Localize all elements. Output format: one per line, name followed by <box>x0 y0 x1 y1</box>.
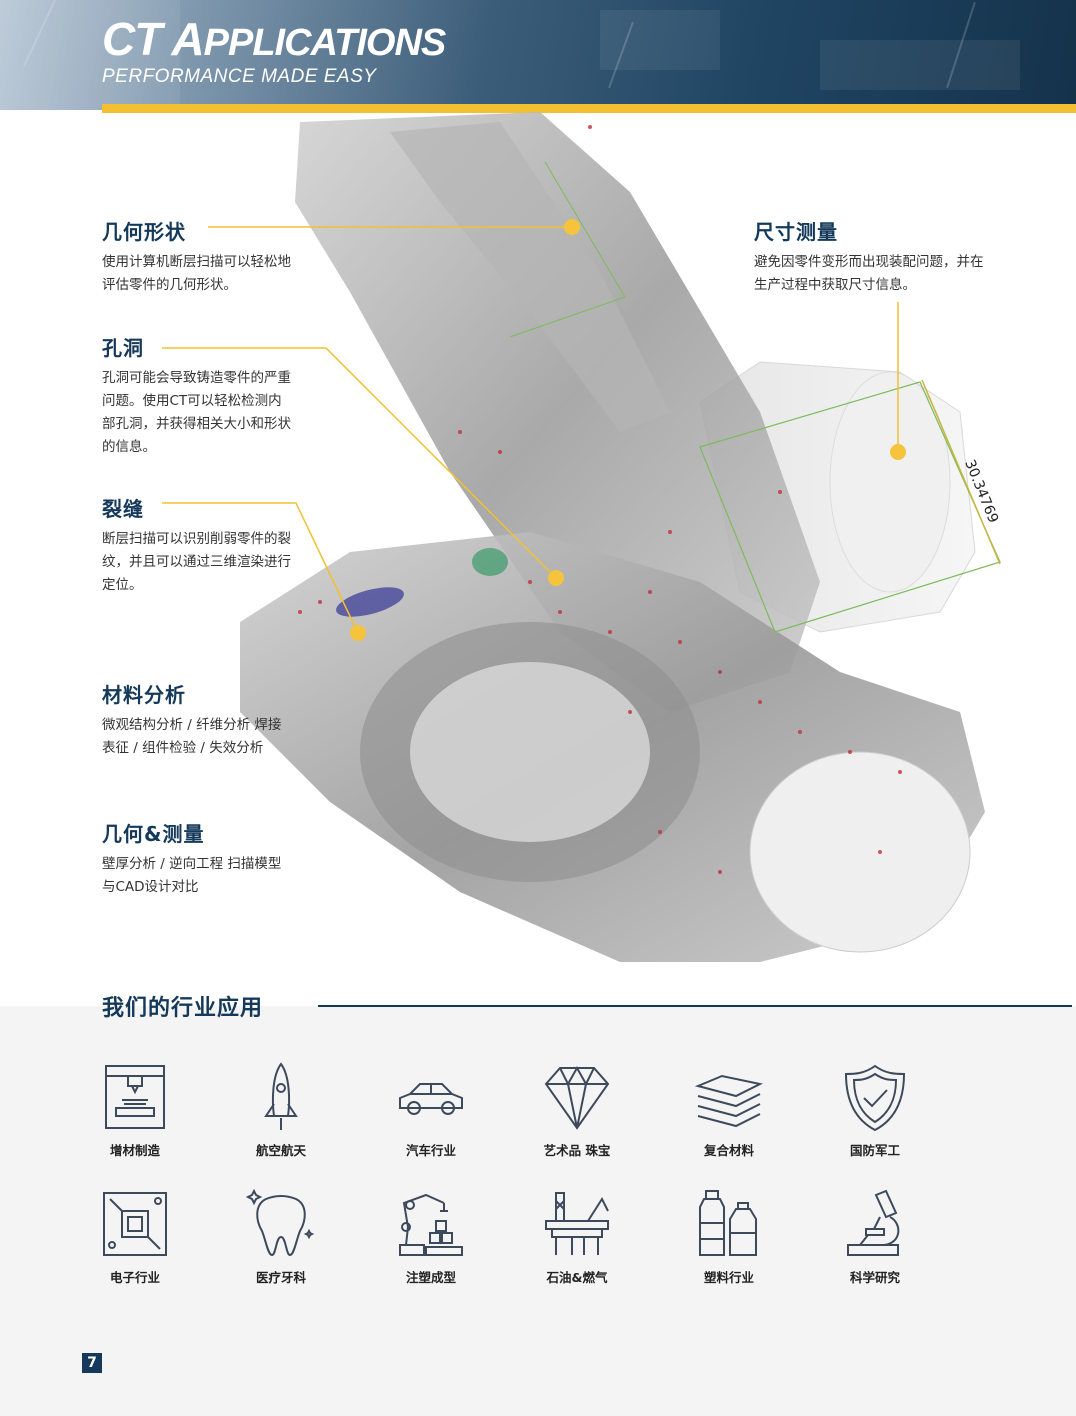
industry-label: 艺术品 珠宝 <box>543 1143 611 1158</box>
industry-item-additive: 增材制造 <box>80 1062 190 1159</box>
industry-label: 科学研究 <box>849 1270 900 1285</box>
feature-geometry: 几何形状 使用计算机断层扫描可以轻松地评估零件的几何形状。 <box>102 216 292 297</box>
feature-material-text: 微观结构分析 / 纤维分析 焊接表征 / 组件检验 / 失效分析 <box>102 717 282 756</box>
feature-dimension-text: 避免因零件变形而出现装配问题，并在生产过程中获取尺寸信息。 <box>754 254 984 293</box>
feature-geo-measure-text: 壁厚分析 / 逆向工程 扫描模型与CAD设计对比 <box>102 856 282 895</box>
feature-cracks-title: 裂缝 <box>102 497 144 521</box>
ct-part-render: 30.34769 <box>240 112 1001 962</box>
feature-cracks: 裂缝 断层扫描可以识别削弱零件的裂纹，并且可以通过三维渲染进行定位。 <box>102 493 292 597</box>
header-accent-bar <box>102 104 1076 113</box>
header-banner: CT APPLICATIONS PERFORMANCE MADE EASY <box>0 0 1076 110</box>
page-subtitle: PERFORMANCE MADE EASY <box>102 66 377 87</box>
feature-dimension: 尺寸测量 避免因零件变形而出现装配问题，并在生产过程中获取尺寸信息。 <box>754 216 990 297</box>
industry-item-molding: 注塑成型 <box>376 1189 486 1286</box>
industry-item-automotive: 汽车行业 <box>376 1062 486 1159</box>
feature-material-title: 材料分析 <box>102 683 186 707</box>
industry-label: 塑料行业 <box>703 1270 754 1285</box>
industry-label: 汽车行业 <box>405 1143 456 1158</box>
callout-lines <box>162 219 906 641</box>
industry-label: 航空航天 <box>255 1143 306 1158</box>
page-title: CT APPLICATIONS <box>102 13 446 65</box>
diamond-icon <box>544 1065 610 1130</box>
industry-item-oil-gas: 石油&燃气 <box>522 1189 632 1286</box>
3d-printer-icon <box>105 1065 165 1129</box>
industry-title: 我们的行业应用 <box>102 996 264 1021</box>
industry-item-composite: 复合材料 <box>674 1062 784 1159</box>
car-icon <box>399 1083 463 1115</box>
industry-label: 电子行业 <box>109 1270 160 1285</box>
feature-dimension-title: 尺寸测量 <box>754 220 838 244</box>
page-number: 7 <box>82 1353 102 1373</box>
feature-cracks-text: 断层扫描可以识别削弱零件的裂纹，并且可以通过三维渲染进行定位。 <box>102 531 291 593</box>
robot-arm-icon <box>399 1193 463 1256</box>
microscope-icon <box>847 1189 900 1256</box>
tooth-icon <box>246 1189 315 1257</box>
feature-pores-text: 孔洞可能会导致铸造零件的严重问题。使用CT可以轻松检测内部孔洞，并获得相关大小和… <box>102 370 291 455</box>
industry-item-defense: 国防军工 <box>820 1062 930 1159</box>
industry-label: 医疗牙科 <box>255 1270 306 1285</box>
industry-item-research: 科学研究 <box>820 1189 930 1286</box>
rocket-icon <box>264 1062 298 1130</box>
industry-title-rule <box>318 1005 1072 1007</box>
industry-label: 注塑成型 <box>405 1270 456 1285</box>
feature-pores: 孔洞 孔洞可能会导致铸造零件的严重问题。使用CT可以轻松检测内部孔洞，并获得相关… <box>102 332 292 459</box>
industry-item-jewelry: 艺术品 珠宝 <box>522 1062 632 1159</box>
feature-geo-measure: 几何&测量 壁厚分析 / 逆向工程 扫描模型与CAD设计对比 <box>102 818 292 899</box>
plastic-bottles-icon <box>699 1190 757 1256</box>
feature-geometry-title: 几何形状 <box>102 220 186 244</box>
shield-icon <box>844 1064 906 1132</box>
industry-label: 增材制造 <box>109 1143 160 1158</box>
industry-item-aerospace: 航空航天 <box>226 1062 336 1159</box>
industry-item-plastics: 塑料行业 <box>674 1189 784 1286</box>
composite-layers-icon <box>694 1074 764 1128</box>
feature-pores-title: 孔洞 <box>102 336 144 360</box>
industry-item-dental: 医疗牙科 <box>226 1189 336 1286</box>
industry-item-electronics: 电子行业 <box>80 1189 190 1286</box>
circuit-board-icon <box>103 1192 167 1256</box>
industry-label: 国防军工 <box>849 1143 900 1158</box>
feature-geometry-text: 使用计算机断层扫描可以轻松地评估零件的几何形状。 <box>102 254 291 293</box>
feature-material: 材料分析 微观结构分析 / 纤维分析 焊接表征 / 组件检验 / 失效分析 <box>102 679 292 760</box>
feature-geo-measure-title: 几何&测量 <box>102 822 205 846</box>
industry-label: 石油&燃气 <box>546 1270 608 1285</box>
industry-label: 复合材料 <box>703 1143 754 1158</box>
oil-rig-icon <box>545 1192 609 1255</box>
